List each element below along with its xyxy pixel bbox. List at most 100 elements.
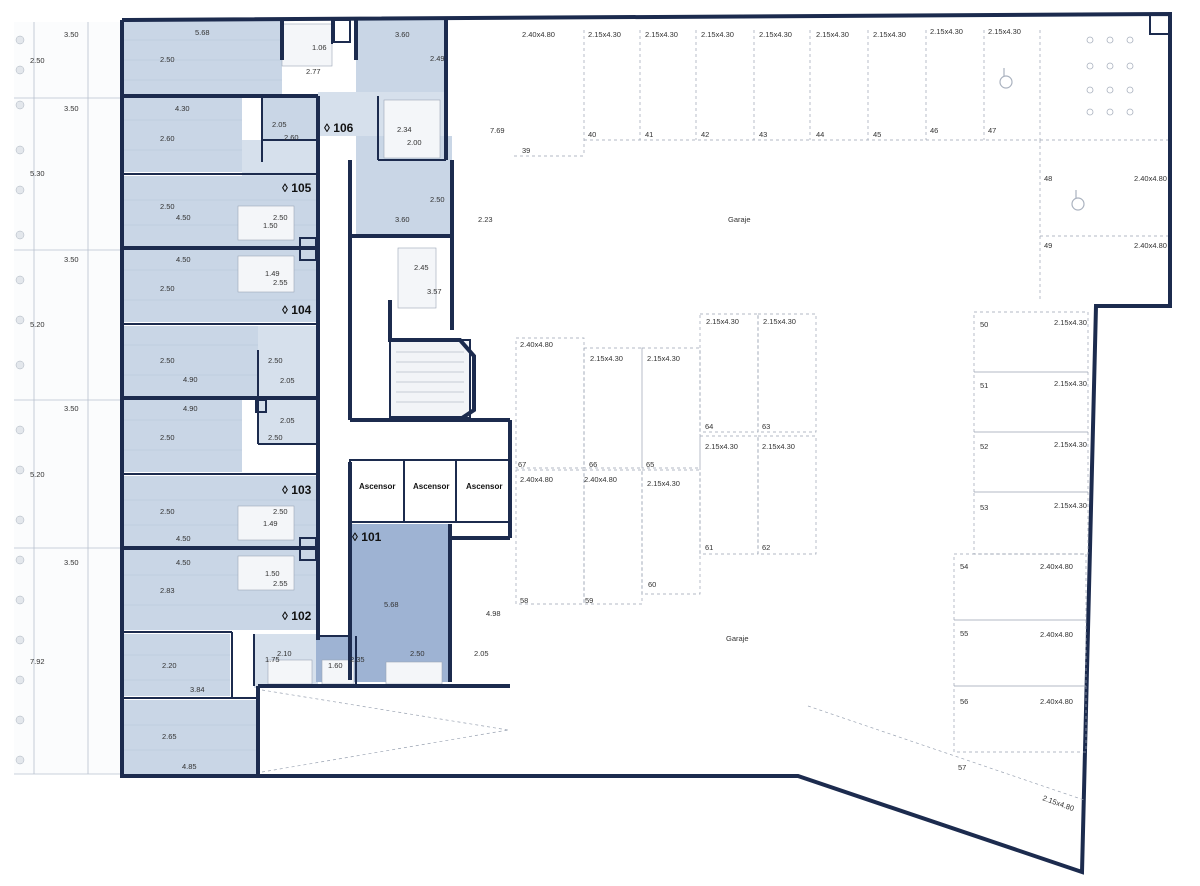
room-dim: 2.05 bbox=[280, 376, 295, 385]
room-dim: 3.60 bbox=[395, 30, 410, 39]
room-dim: 2.55 bbox=[273, 579, 288, 588]
wheelchair-icon bbox=[999, 68, 1085, 211]
unit-label-103[interactable]: ◊ 103 bbox=[282, 483, 312, 497]
room-dim: 2.50 bbox=[273, 507, 288, 516]
parking-size: 2.15x4.30 bbox=[1054, 501, 1087, 510]
unit-label-105[interactable]: ◊ 105 bbox=[282, 181, 312, 195]
terrace-dim: 5.30 bbox=[30, 169, 45, 178]
room-dim: 4.98 bbox=[486, 609, 501, 618]
room-dim: 4.85 bbox=[182, 762, 197, 771]
room-dim: 2.50 bbox=[160, 55, 175, 64]
planter-plants bbox=[15, 35, 25, 765]
parking-number: 59 bbox=[585, 596, 593, 605]
parking-number: 63 bbox=[762, 422, 770, 431]
room-dim: 2.50 bbox=[273, 213, 288, 222]
room-dim: 1.50 bbox=[265, 569, 280, 578]
parking-number: 50 bbox=[980, 320, 988, 329]
parking-number: 46 bbox=[930, 126, 938, 135]
room-dim: 2.05 bbox=[272, 120, 287, 129]
room-dim: 4.50 bbox=[176, 558, 191, 567]
parking-number: 66 bbox=[589, 460, 597, 469]
parking-size: 2.15x4.30 bbox=[1054, 318, 1087, 327]
parking-size: 2.15x4.30 bbox=[1054, 440, 1087, 449]
room-dim: 2.77 bbox=[306, 67, 321, 76]
elevator-label: Ascensor bbox=[466, 482, 502, 491]
room-dim: 2.10 bbox=[277, 649, 292, 658]
room-dim: 1.75 bbox=[265, 655, 280, 664]
parking-size: 2.15x4.30 bbox=[930, 27, 963, 36]
parking-size: 2.15x4.30 bbox=[705, 442, 738, 451]
parking-size: 2.15x4.30 bbox=[988, 27, 1021, 36]
room-dim: 4.30 bbox=[175, 104, 190, 113]
room-dim: 2.60 bbox=[160, 134, 175, 143]
room-dim: 2.45 bbox=[414, 263, 429, 272]
room-dim: 1.60 bbox=[328, 661, 343, 670]
parking-number: 39 bbox=[522, 146, 530, 155]
room-dim: 2.50 bbox=[268, 433, 283, 442]
room-dim: 2.50 bbox=[160, 284, 175, 293]
parking-number: 42 bbox=[701, 130, 709, 139]
room-dim: 2.50 bbox=[268, 356, 283, 365]
parking-number: 45 bbox=[873, 130, 881, 139]
room-dim: 4.90 bbox=[183, 404, 198, 413]
parking-number: 62 bbox=[762, 543, 770, 552]
room-dim: 2.83 bbox=[160, 586, 175, 595]
parking-size: 2.15x4.30 bbox=[873, 30, 906, 39]
room-dim: 1.49 bbox=[265, 269, 280, 278]
garage-label: Garaje bbox=[726, 634, 749, 643]
parking-size: 2.40x4.80 bbox=[1134, 241, 1167, 250]
parking-numbers: 39 40 41 42 43 44 45 46 47 48 49 50 51 5… bbox=[518, 126, 1052, 772]
room-dim: 2.34 bbox=[397, 125, 412, 134]
room-dim: 2.65 bbox=[162, 732, 177, 741]
parking-number: 48 bbox=[1044, 174, 1052, 183]
parking-size: 2.15x4.30 bbox=[763, 317, 796, 326]
parking-size: 2.15x4.30 bbox=[647, 354, 680, 363]
unit-label-101[interactable]: ◊ 101 bbox=[352, 530, 382, 544]
room-dim: 5.68 bbox=[384, 600, 399, 609]
parking-number: 65 bbox=[646, 460, 654, 469]
parking-size: 2.15x4.30 bbox=[759, 30, 792, 39]
parking-size: 2.40x4.80 bbox=[1040, 562, 1073, 571]
room-dim: 2.50 bbox=[160, 356, 175, 365]
room-dim: 3.84 bbox=[190, 685, 205, 694]
parking-size: 2.15x4.30 bbox=[647, 479, 680, 488]
room-dim: 5.68 bbox=[195, 28, 210, 37]
room-dim: 2.55 bbox=[273, 278, 288, 287]
room-dim: 2.50 bbox=[410, 649, 425, 658]
room-dim: 2.23 bbox=[478, 215, 493, 224]
parking-number: 61 bbox=[705, 543, 713, 552]
unit-label-106[interactable]: ◊ 106 bbox=[324, 121, 354, 135]
parking-size: 2.15x4.30 bbox=[588, 30, 621, 39]
parking-size: 2.40x4.80 bbox=[584, 475, 617, 484]
parking-size: 2.15x4.30 bbox=[1054, 379, 1087, 388]
parking-size: 2.15x4.30 bbox=[645, 30, 678, 39]
terrace-dim: 7.92 bbox=[30, 657, 45, 666]
parking-number: 54 bbox=[960, 562, 968, 571]
room-dim: 2.50 bbox=[430, 195, 445, 204]
walls bbox=[120, 11, 1172, 875]
parking-number: 47 bbox=[988, 126, 996, 135]
unit-labels: ◊ 106 ◊ 105 ◊ 104 ◊ 103 ◊ 102 ◊ 101 bbox=[282, 121, 382, 623]
room-dim: 1.50 bbox=[263, 221, 278, 230]
garage-label: Garaje bbox=[728, 215, 751, 224]
unit-label-102[interactable]: ◊ 102 bbox=[282, 609, 312, 623]
parking-size: 2.15x4.80 bbox=[1041, 793, 1075, 813]
parking-number: 55 bbox=[960, 629, 968, 638]
parking-size: 2.40x4.80 bbox=[522, 30, 555, 39]
parking-number: 67 bbox=[518, 460, 526, 469]
parking-number: 51 bbox=[980, 381, 988, 390]
room-dim: 3.60 bbox=[395, 215, 410, 224]
terrace-dim: 3.50 bbox=[64, 30, 79, 39]
parking-size: 2.15x4.30 bbox=[706, 317, 739, 326]
terrace-dim: 5.20 bbox=[30, 320, 45, 329]
room-dim: 2.60 bbox=[284, 133, 299, 142]
room-dim: 2.50 bbox=[160, 202, 175, 211]
unit-label-104[interactable]: ◊ 104 bbox=[282, 303, 312, 317]
parking-size: 2.40x4.80 bbox=[1134, 174, 1167, 183]
terrace-dim: 2.50 bbox=[30, 56, 45, 65]
parking-number: 53 bbox=[980, 503, 988, 512]
parking-number: 57 bbox=[958, 763, 966, 772]
parking-number: 56 bbox=[960, 697, 968, 706]
room-hatch bbox=[124, 39, 318, 751]
